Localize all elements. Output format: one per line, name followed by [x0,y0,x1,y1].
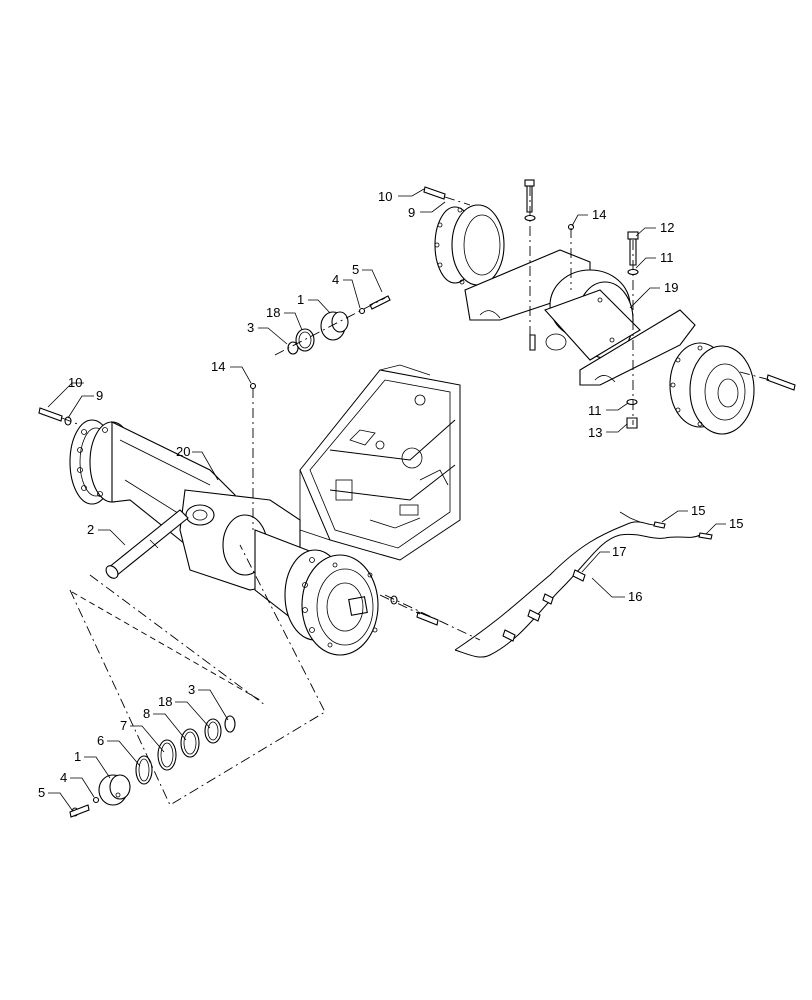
callout-cable-15a: 15 [691,503,705,518]
callout-rear-2: 2 [87,522,94,537]
upper-exploded-parts [274,295,391,356]
callout-rear-10: 10 [68,375,82,390]
callout-lower-4: 4 [60,770,67,785]
front-mounting-bolts [423,179,796,429]
callout-rear-1: 1 [297,292,304,307]
callout-front-11b: 11 [588,403,602,418]
callout-rear-20: 20 [176,444,190,459]
callout-lower-6: 6 [97,733,104,748]
sensor-cable [384,511,713,658]
callout-lower-8: 8 [143,706,150,721]
shaft-part [105,509,189,579]
rear-hub-bolts [77,427,378,648]
callout-front-9: 9 [408,205,415,220]
callout-rear-5: 5 [352,262,359,277]
callout-rear-9: 9 [96,388,103,403]
front-hub-bolts [434,207,703,427]
explode-boundary [69,544,326,806]
chassis-frame [299,364,461,561]
callout-front-12: 12 [660,220,674,235]
callout-rear-18: 18 [266,305,280,320]
callout-lower-3: 3 [188,682,195,697]
callout-labels: 10 9 14 12 11 19 11 13 5 4 1 18 3 14 10 … [38,189,743,800]
callout-front-14: 14 [592,207,606,222]
callout-cable-15b: 15 [729,516,743,531]
front-centerlines [444,186,771,425]
callout-cable-16: 16 [628,589,642,604]
callout-rear-4: 4 [332,272,339,287]
rear-axle-housing [69,419,379,656]
callout-front-13: 13 [588,425,602,440]
callout-lower-5: 5 [38,785,45,800]
lower-exploded-parts [69,715,236,818]
callout-lower-7: 7 [120,718,127,733]
callout-lower-18: 18 [158,694,172,709]
callout-front-19: 19 [664,280,678,295]
callout-front-10: 10 [378,189,392,204]
rear-fasteners [38,382,439,626]
leader-lines [47,188,726,811]
front-axle-housing [434,204,755,435]
callout-rear-3: 3 [247,320,254,335]
callout-front-11a: 11 [660,250,674,265]
callout-cable-17: 17 [612,544,626,559]
callout-lower-1: 1 [74,749,81,764]
callout-rear-14: 14 [211,359,225,374]
